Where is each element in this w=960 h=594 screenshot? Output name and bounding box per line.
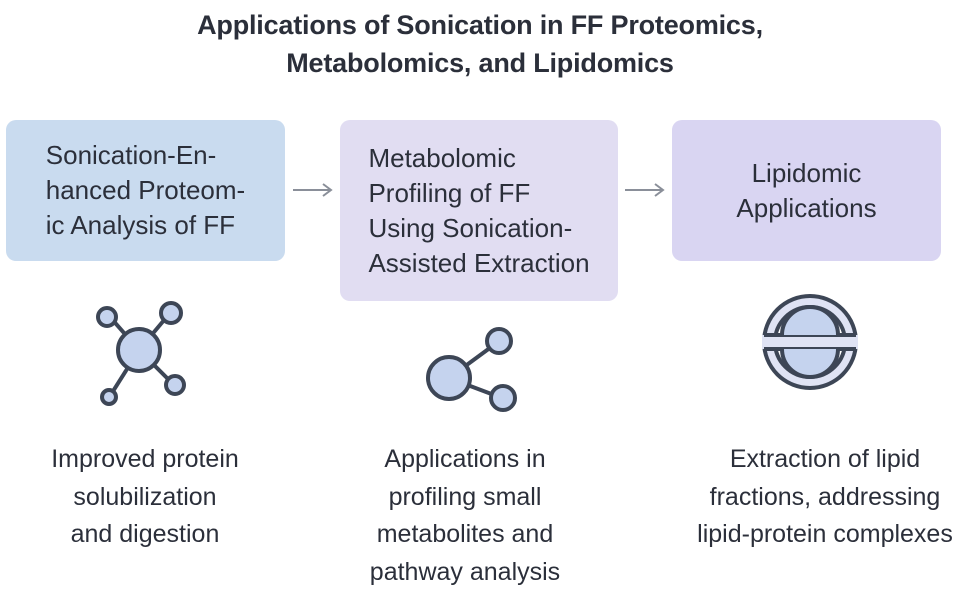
lipid-vesicle-icon [762,294,858,390]
diagram-title: Applications of Sonication in FF Proteom… [0,6,960,82]
molecule-network-icon [96,301,186,406]
step-description-proteomics: Improved protein solubilization and dige… [51,445,239,548]
step-label-proteomics: Sonication-En- hanced Proteom- ic Analys… [45,140,246,240]
title-line-1: Applications of Sonication in FF Proteom… [197,10,763,40]
share-nodes-icon [426,327,517,412]
title-line-2: Metabolomics, and Lipidomics [286,48,674,78]
arrow-right-icon [293,183,333,197]
step-box-metabolomics: Metabolomic Profiling of FF Using Sonica… [340,120,618,301]
step-label-lipidomics: Lipidomic Applications [736,157,877,223]
step-label-metabolomics: Metabolomic Profiling of FF Using Sonica… [368,142,590,278]
step-box-lipidomics: Lipidomic Applications [672,120,941,261]
step-description-lipidomics: Extraction of lipid fractions, addressin… [697,445,953,548]
arrow-right-icon [625,183,665,197]
step-description-metabolomics: Applications in profiling small metaboli… [369,445,561,586]
step-box-proteomics: Sonication-En- hanced Proteom- ic Analys… [6,120,285,261]
